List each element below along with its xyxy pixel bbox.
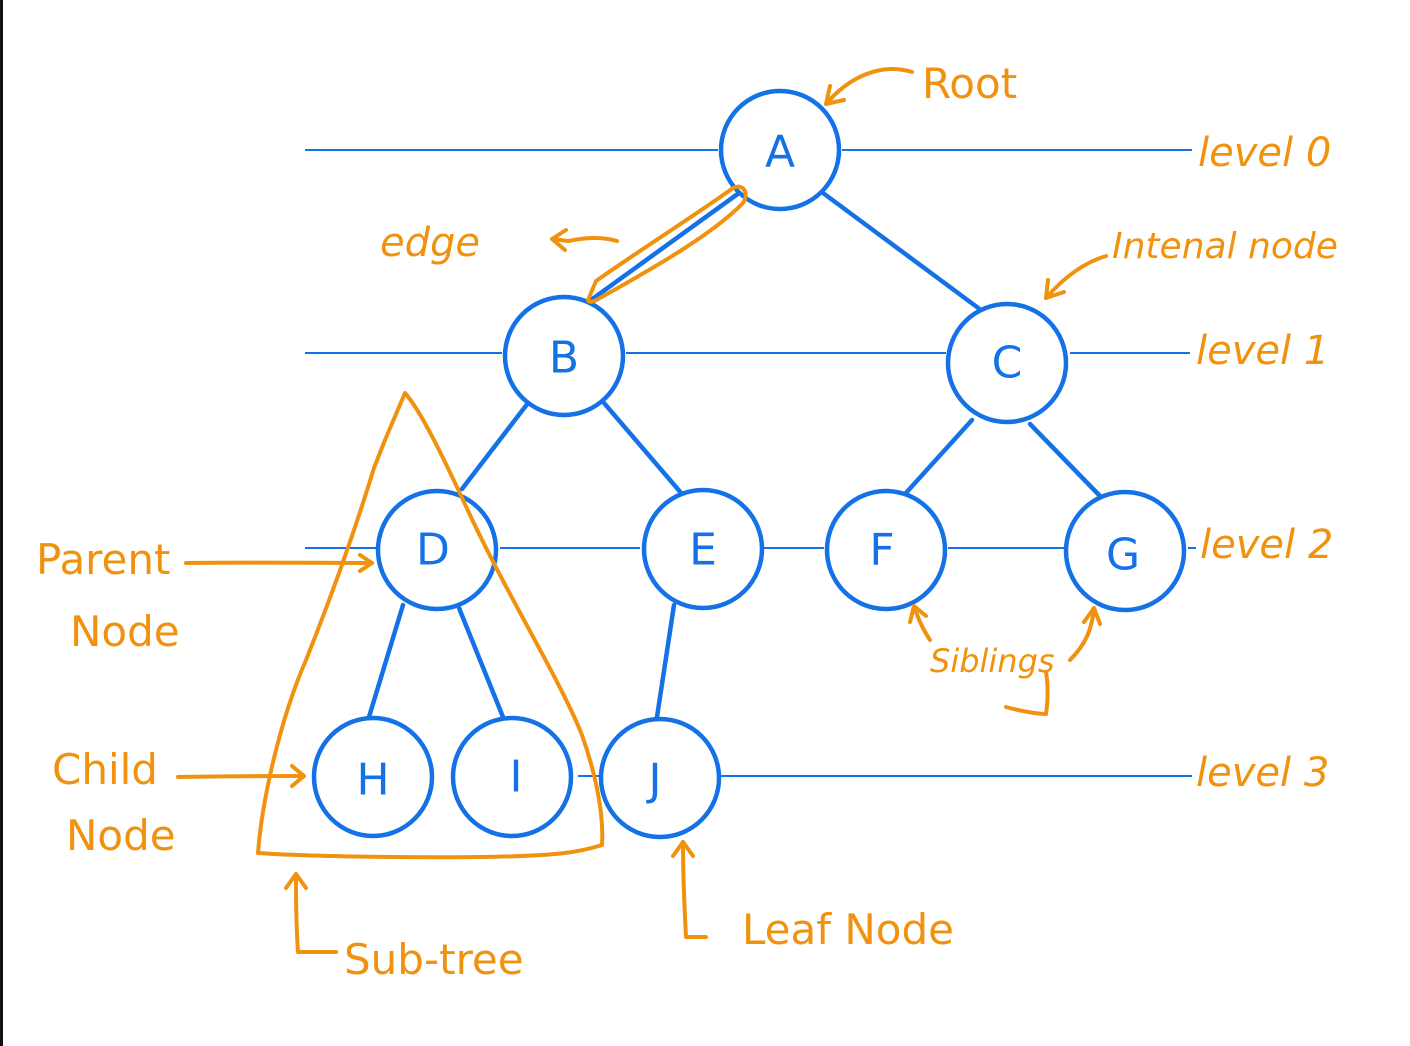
annotation-strokes bbox=[176, 67, 1108, 954]
internal-node-label: Intenal node bbox=[1112, 226, 1338, 267]
edge-E-J bbox=[654, 602, 677, 720]
node-A-label: A bbox=[765, 127, 795, 178]
leaf-node-arrow bbox=[681, 840, 708, 939]
node-F bbox=[824, 488, 948, 612]
edge-B-E bbox=[601, 400, 685, 497]
edge-A-B bbox=[588, 190, 742, 303]
level-1-label: level 1 bbox=[1196, 328, 1329, 374]
node-C-label: C bbox=[992, 338, 1023, 389]
node-D bbox=[375, 488, 499, 612]
parent-node-arrowhead bbox=[358, 553, 374, 573]
node-B-label: B bbox=[549, 333, 579, 384]
sub-tree-arrow bbox=[294, 872, 338, 954]
edge-arrowhead bbox=[550, 228, 570, 252]
node-F-label: F bbox=[869, 525, 894, 576]
edge-D-I bbox=[456, 605, 506, 720]
tree-nodes bbox=[311, 88, 1187, 840]
child-node-label-line2: Node bbox=[66, 811, 176, 860]
siblings-brace bbox=[1004, 670, 1050, 716]
leaf-node-arrowhead bbox=[671, 840, 695, 858]
siblings-arrowhead-right bbox=[1082, 606, 1102, 626]
level-3-label: level 3 bbox=[1196, 750, 1329, 796]
leaf-node-label: Leaf Node bbox=[742, 905, 954, 954]
siblings-arrowhead-left bbox=[908, 604, 928, 624]
tree-edges bbox=[366, 190, 1103, 720]
edge-C-G bbox=[1027, 421, 1103, 499]
sub-tree-arrowhead bbox=[284, 872, 308, 890]
internal-node-arrow bbox=[1044, 254, 1108, 300]
level-0-label: level 0 bbox=[1198, 130, 1331, 176]
level-2-label: level 2 bbox=[1200, 522, 1333, 568]
child-node-label-line1: Child bbox=[52, 745, 158, 794]
edge-arrow bbox=[566, 236, 619, 243]
node-G bbox=[1063, 489, 1187, 613]
edge-label: edge bbox=[380, 220, 480, 266]
node-H-label: H bbox=[356, 755, 389, 806]
root-arrowhead bbox=[824, 84, 846, 106]
internal-node-arrowhead bbox=[1044, 278, 1066, 300]
parent-node-label-line2: Node bbox=[70, 607, 180, 656]
parent-node-label-line1: Parent bbox=[36, 535, 170, 584]
node-C bbox=[945, 301, 1069, 425]
edge-A-C bbox=[820, 190, 988, 316]
node-I-label: I bbox=[510, 752, 523, 803]
edge-C-F bbox=[902, 417, 975, 497]
node-J-label: J bbox=[646, 755, 662, 806]
edge-B-D bbox=[459, 400, 531, 492]
sub-tree-label: Sub-tree bbox=[344, 935, 524, 984]
node-A bbox=[718, 88, 842, 212]
node-G-label: G bbox=[1106, 530, 1140, 581]
siblings-label: Siblings bbox=[930, 642, 1055, 680]
node-E-label: E bbox=[689, 525, 717, 576]
root-arrow bbox=[824, 67, 914, 106]
level-lines bbox=[305, 149, 1196, 777]
node-D-label: D bbox=[416, 525, 450, 576]
edge-D-H bbox=[366, 602, 406, 720]
node-B bbox=[502, 294, 626, 418]
node-J bbox=[598, 716, 722, 840]
siblings-arrow-right bbox=[1068, 606, 1096, 662]
child-node-arrow bbox=[176, 774, 306, 779]
node-I bbox=[450, 715, 574, 839]
node-E bbox=[641, 487, 765, 611]
left-border bbox=[0, 0, 3, 1046]
root-label: Root bbox=[922, 59, 1017, 108]
sub-tree-outline bbox=[256, 391, 605, 860]
node-H bbox=[311, 715, 435, 839]
edge-highlight-loop bbox=[586, 184, 748, 304]
child-node-arrowhead bbox=[290, 764, 306, 788]
